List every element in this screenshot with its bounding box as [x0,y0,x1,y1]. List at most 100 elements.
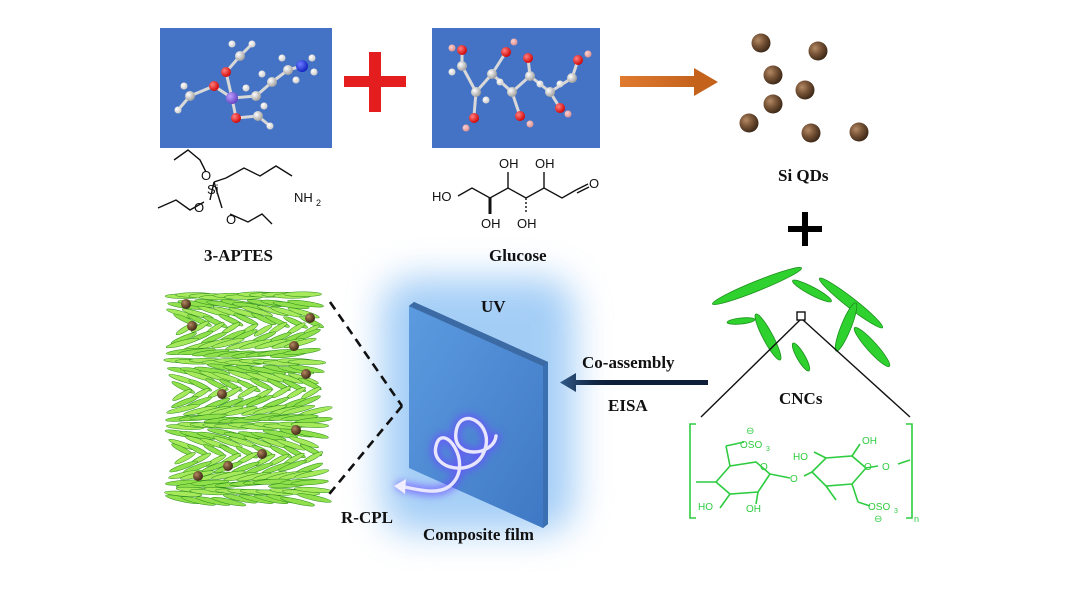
stack-rod [169,460,198,473]
stack-qd [257,449,267,459]
stack-rod [213,436,243,448]
cnc-structure-labels: ⊖ OSO 3 O O HO OH HO OH O O OSO 3 ⊖ n [698,426,919,525]
svg-text:OH: OH [499,156,519,171]
zoom-indicator [700,311,911,418]
stack-rod [280,497,315,507]
stack-rod [249,378,274,391]
cpl-helix [394,414,501,496]
svg-text:OSO: OSO [740,440,762,451]
chiral-nematic-stack [163,291,333,507]
svg-text:OSO: OSO [868,502,890,513]
stack-rod [301,386,322,399]
stack-qd [289,341,299,351]
dashed-zoom-lines [324,301,404,499]
stack-rod [283,291,322,297]
stack-rod [188,379,212,392]
stack-qd [187,321,197,331]
svg-text:O: O [864,462,872,473]
si-qd-particles [739,33,869,143]
svg-text:OH: OH [517,216,537,231]
stack-qd [223,461,233,471]
svg-text:O: O [589,176,599,191]
stack-rod [290,422,330,428]
stack-rod [278,459,307,472]
si-qds-label: Si QDs [778,166,829,185]
svg-text:Si: Si [207,182,219,197]
stack-rod [165,337,199,349]
stack-rod [211,496,247,507]
stack-rod [184,435,215,448]
rcpl-label: R-CPL [341,508,393,527]
svg-text:OH: OH [862,436,877,447]
svg-text:OH: OH [535,156,555,171]
stack-rod [219,444,242,457]
aptes-structure-labels: O O Si O NH 2 [194,168,321,227]
stack-rod [283,347,321,355]
stack-rod [237,386,258,398]
co-assembly-label: Co-assembly [582,353,675,372]
qd-sphere [849,122,869,142]
aptes-molecule-model [160,28,332,148]
svg-text:⊖: ⊖ [874,514,882,525]
stack-rod [172,388,193,401]
svg-text:HO: HO [698,502,713,513]
glucose-structure-labels: HO OH OH OH OH O [432,156,599,231]
stack-rod [211,338,245,349]
qd-sphere [801,123,821,143]
qd-sphere [763,94,783,114]
stack-rod [287,359,327,365]
stack-rod [174,452,196,465]
svg-text:HO: HO [432,189,452,204]
stack-rod [166,404,201,414]
qd-sphere [751,33,771,53]
svg-text:⊖: ⊖ [746,426,754,437]
cnc-rods [712,267,891,372]
svg-text:OH: OH [481,216,501,231]
stack-qd [181,299,191,309]
plus-sign-red [344,52,406,112]
svg-text:O: O [226,212,236,227]
stack-rod [298,377,322,390]
aptes-label: 3-APTES [204,246,273,265]
qd-sphere [739,113,759,133]
svg-text:2: 2 [316,198,321,208]
stack-rod [251,312,276,326]
stack-qd [193,471,203,481]
stack-rod [253,324,273,337]
svg-text:3: 3 [766,446,770,453]
qd-sphere [808,41,828,61]
stack-qd [301,369,311,379]
stack-qd [305,313,315,323]
eisa-label: EISA [608,396,648,415]
stack-rod [253,404,288,415]
uv-label: UV [481,297,506,316]
cnc-structure [689,423,913,519]
composite-film-label: Composite film [423,525,534,544]
aptes-structure [157,149,293,225]
svg-text:NH: NH [294,190,313,205]
plus-sign-black [788,212,822,246]
svg-text:O: O [201,168,211,183]
composite-film [382,278,574,532]
qd-sphere [763,65,783,85]
stack-rod [191,320,210,333]
glucose-structure [457,172,590,214]
stack-rod [262,429,299,439]
stack-rod [294,469,330,479]
svg-text:OH: OH [746,504,761,515]
stack-qd [217,389,227,399]
svg-text:O: O [760,462,768,473]
stack-qd [291,425,301,435]
qd-sphere [795,80,815,100]
svg-text:n: n [914,514,919,524]
stack-rod [246,394,274,407]
stack-rod [254,339,288,350]
svg-text:O: O [194,200,204,215]
stack-rod [287,299,324,308]
glucose-label: Glucose [489,246,547,265]
svg-text:O: O [790,474,798,485]
reaction-arrow [620,68,718,96]
svg-text:3: 3 [894,508,898,515]
